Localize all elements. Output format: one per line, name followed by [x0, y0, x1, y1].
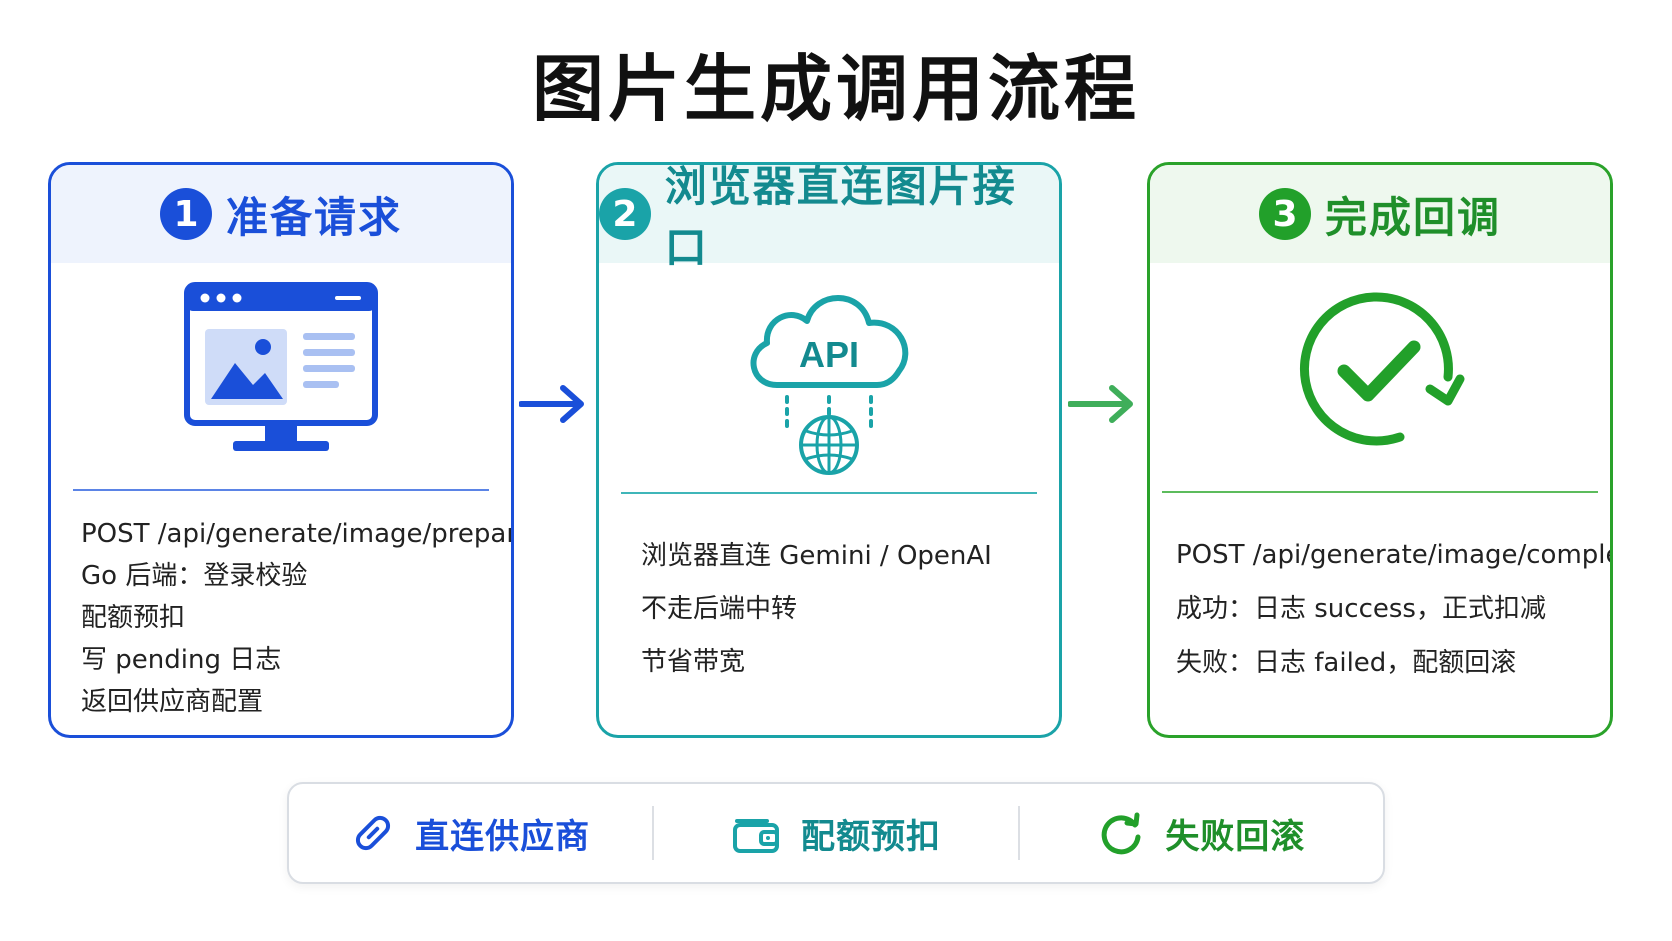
divider	[1162, 491, 1598, 493]
divider	[73, 489, 489, 491]
arrow-right-icon	[1068, 385, 1133, 423]
step-header: 3 完成回调	[1150, 165, 1610, 263]
page-title: 图片生成调用流程	[531, 47, 1140, 131]
step-card-prepare: 1 准备请求 POST /api/generate/image/prepare …	[48, 162, 514, 738]
summary-label: 配额预扣	[800, 816, 941, 857]
detail-line: 返回供应商配置	[81, 687, 264, 717]
detail-line: 不走后端中转	[641, 594, 798, 624]
detail-line: POST /api/generate/image/complete	[1176, 540, 1613, 570]
separator	[652, 806, 655, 860]
step-card-complete-callback: 3 完成回调 POST /api/generate/image/complete…	[1147, 162, 1613, 738]
step-title: 完成回调	[1324, 192, 1501, 242]
wallet-icon	[732, 819, 779, 853]
summary-bar: 直连供应商 配额预扣 失败回滚	[287, 782, 1385, 884]
monitor-image-icon	[184, 282, 378, 451]
step-number-badge: 1	[159, 188, 212, 240]
detail-line: 失败：日志 failed，配额回滚	[1176, 648, 1517, 678]
divider	[621, 492, 1037, 494]
step-title: 准备请求	[225, 192, 402, 242]
cloud-api-globe-icon: API	[750, 295, 909, 475]
step-header: 1 准备请求	[51, 165, 511, 263]
step-detail-list: POST /api/generate/image/complete 成功：日志 …	[1176, 528, 1613, 690]
step-number-badge: 2	[599, 188, 651, 240]
step-number-badge: 3	[1258, 188, 1311, 240]
summary-label: 直连供应商	[415, 816, 591, 857]
step-header: 2 浏览器直连图片接口	[599, 165, 1059, 272]
step-card-direct-connect: 2 浏览器直连图片接口 API 浏览器直连 Gemini / OpenAI 不走…	[596, 162, 1062, 738]
detail-line: POST /api/generate/image/prepare	[81, 519, 514, 549]
arrow-right-icon	[519, 385, 584, 423]
api-label: API	[799, 334, 859, 375]
step-detail-list: 浏览器直连 Gemini / OpenAI 不走后端中转 节省带宽	[641, 530, 992, 689]
step-title: 浏览器直连图片接口	[664, 162, 1017, 272]
summary-item-quota: 配额预扣	[654, 809, 1017, 858]
check-circle-refresh-icon	[1300, 292, 1465, 446]
summary-item-rollback: 失败回滚	[1020, 809, 1383, 858]
summary-item-direct: 直连供应商	[289, 809, 652, 858]
link-icon	[356, 815, 391, 851]
summary-label: 失败回滚	[1165, 816, 1306, 857]
detail-line: 成功：日志 success，正式扣减	[1176, 594, 1546, 624]
step-detail-list: POST /api/generate/image/prepare Go 后端：登…	[81, 513, 514, 723]
detail-line: 浏览器直连 Gemini / OpenAI	[641, 541, 992, 571]
detail-line: 节省带宽	[641, 647, 746, 677]
separator	[1017, 806, 1020, 860]
refresh-icon	[1101, 812, 1141, 855]
detail-line: Go 后端：登录校验	[81, 561, 308, 591]
detail-line: 配额预扣	[81, 603, 186, 633]
detail-line: 写 pending 日志	[81, 645, 282, 675]
